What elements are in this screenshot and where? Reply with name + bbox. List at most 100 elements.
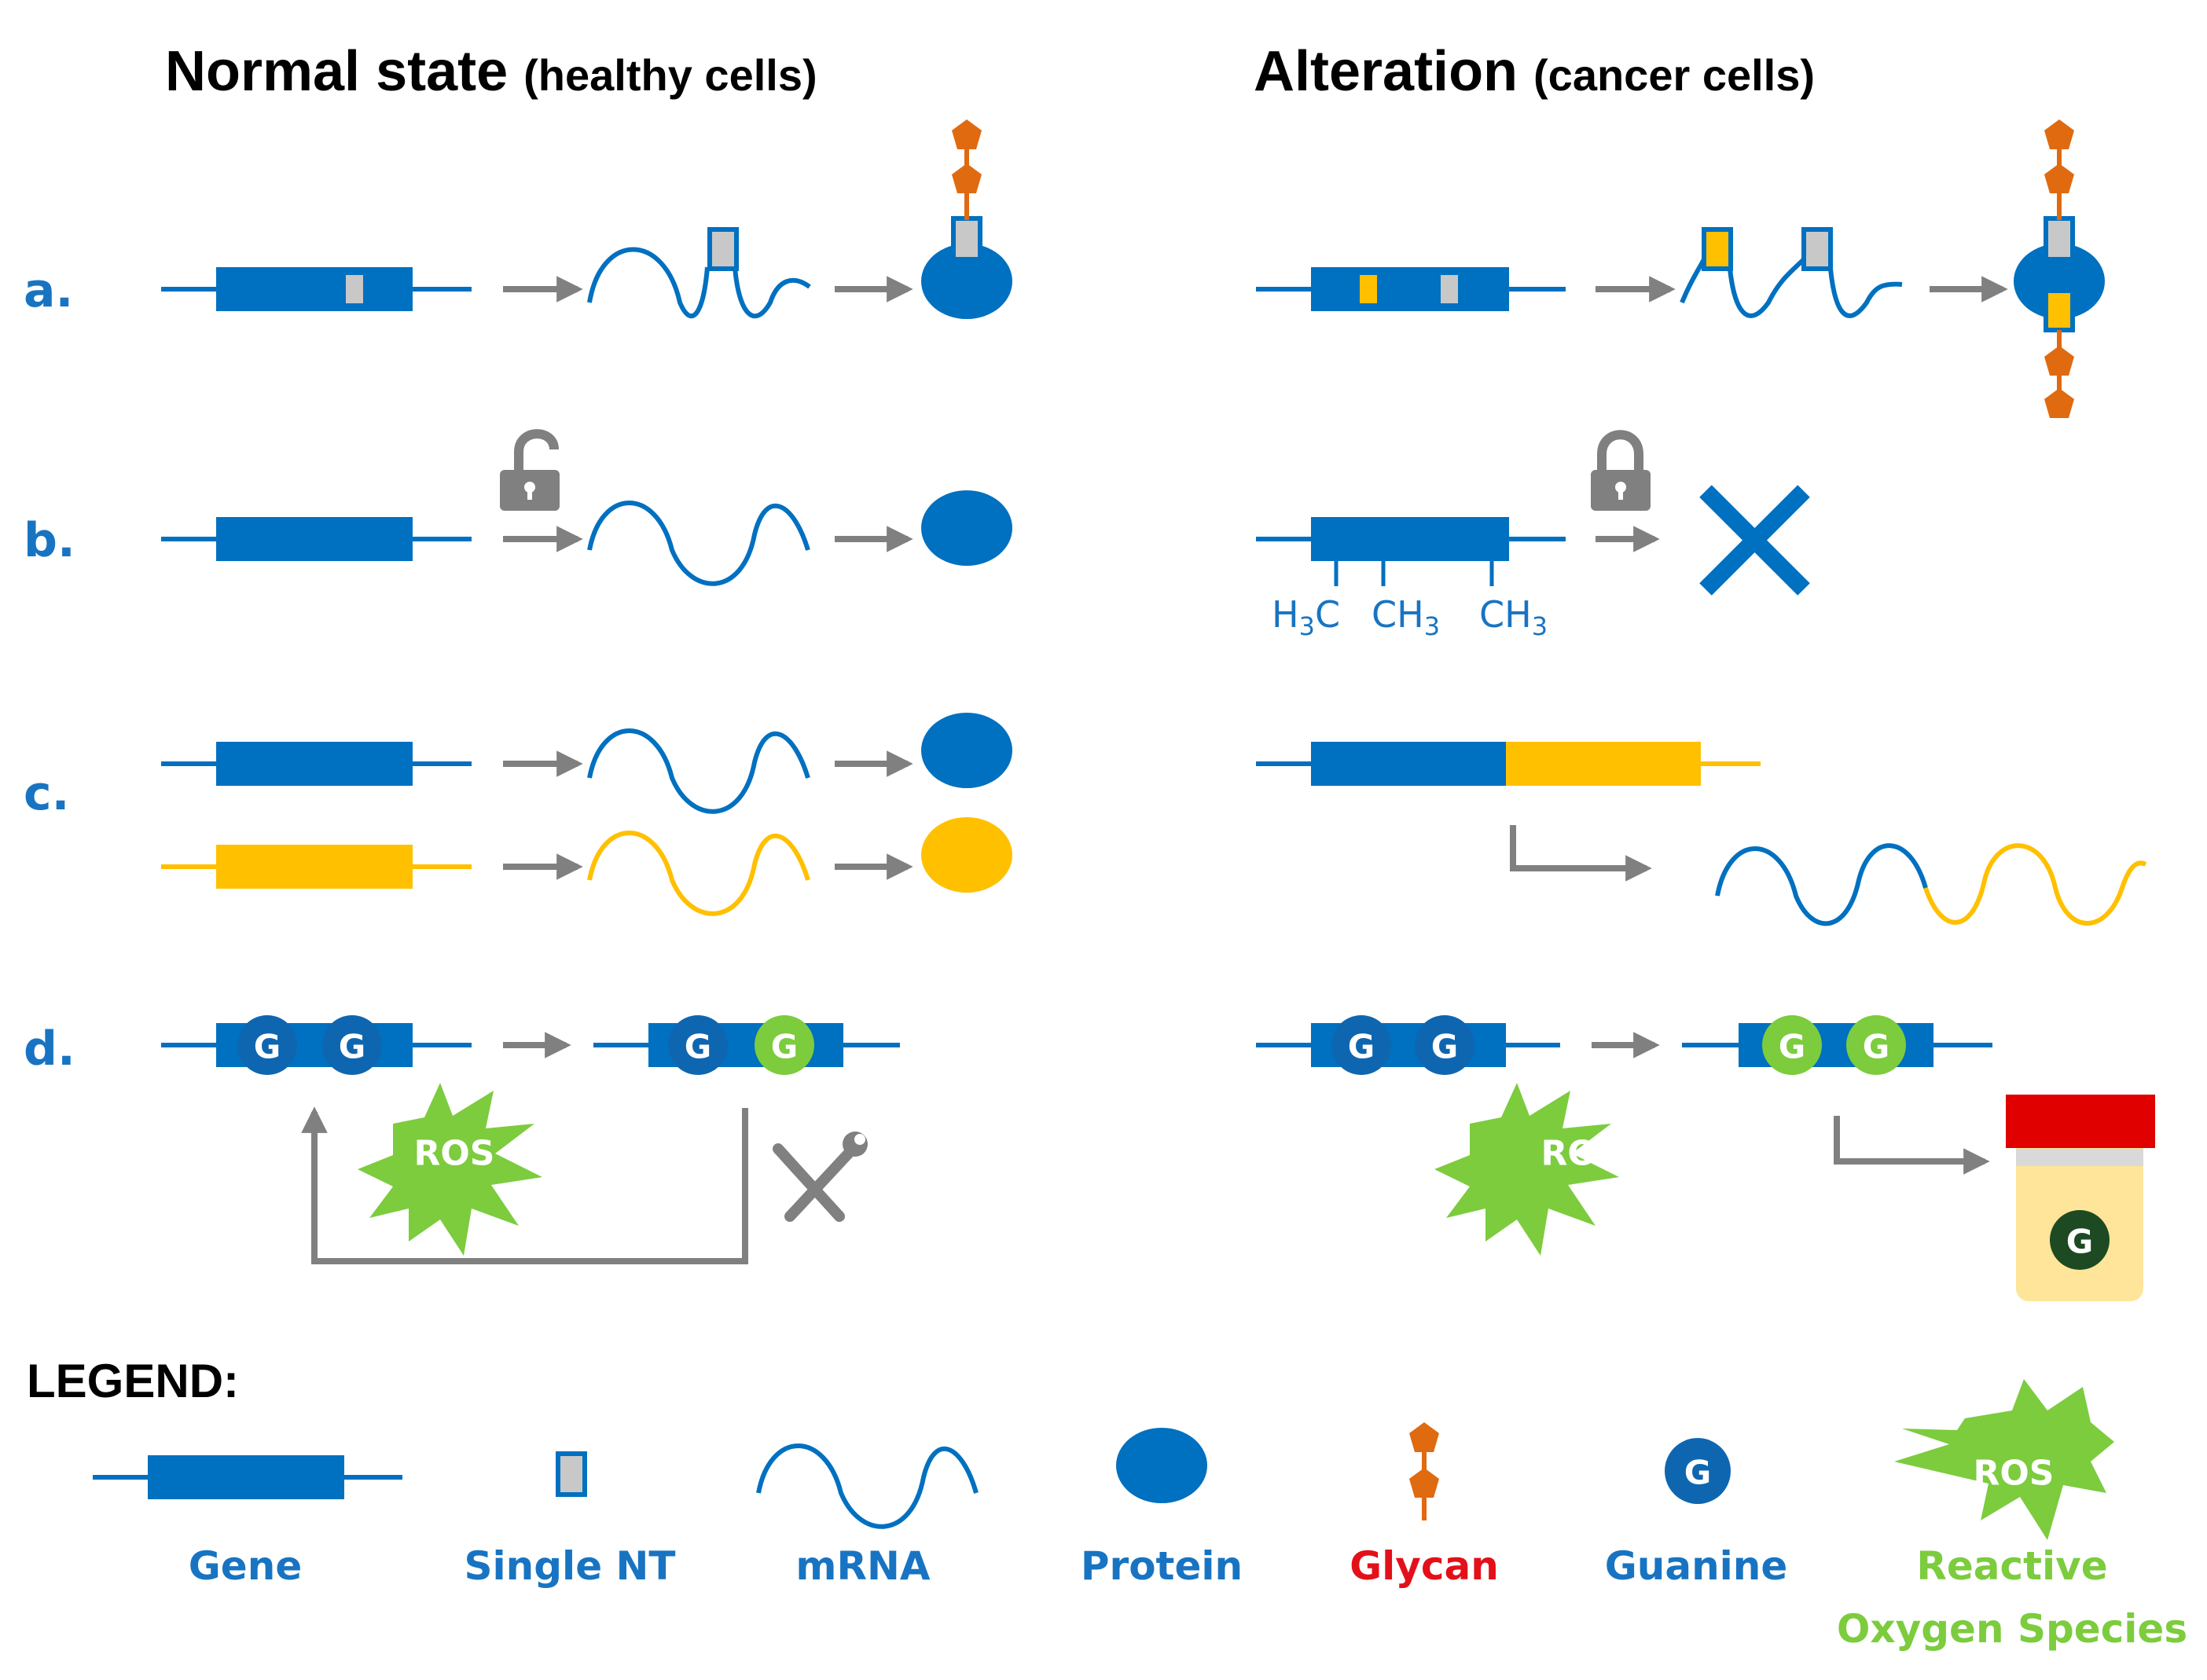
gene-block: [1311, 517, 1509, 561]
guanine-label: G: [685, 1028, 711, 1066]
glycan-unit: [952, 119, 982, 149]
methyl-group-label: CH3: [1372, 593, 1440, 641]
excretion-arrow: [1834, 1116, 1990, 1175]
locked-padlock-icon: [1591, 430, 1651, 511]
gene-block: [1311, 267, 1509, 311]
row-label-d: d.: [24, 1022, 75, 1077]
guanine-label: G: [339, 1028, 365, 1066]
row-label-a: a.: [24, 263, 73, 318]
single-nt-box: [2044, 216, 2075, 262]
legend-label-gene: Gene: [189, 1543, 302, 1589]
mutant-nt-box: [1702, 227, 1733, 271]
fusion-mrna-yellow: [1923, 843, 2147, 926]
guanine-circle: [237, 1015, 297, 1075]
row-a-normal: [161, 119, 1012, 319]
guanine-label: G: [1684, 1454, 1711, 1492]
guanine-label: G: [2066, 1223, 2093, 1261]
ros-burst: [1434, 1083, 1619, 1256]
guanine-circle: [322, 1015, 382, 1075]
mrna-strand: [587, 247, 710, 319]
legend-title: LEGEND:: [27, 1355, 239, 1407]
legend-guanine: G Guanine: [1605, 1438, 1788, 1589]
bent-arrow: [1510, 825, 1652, 882]
row-d-normal: G G G G ROS: [161, 1015, 900, 1264]
gene-block: [216, 267, 413, 311]
methyl-group-label: CH3: [1479, 593, 1548, 641]
guanine-label: G: [1779, 1028, 1805, 1066]
gene-block-yellow: [216, 845, 413, 889]
single-nt-marker: [346, 275, 363, 303]
guanine-label: G: [1348, 1028, 1375, 1066]
guanine-label: G: [1431, 1028, 1458, 1066]
header-alteration: Alteration (cancer cells): [1254, 40, 1815, 103]
protein: [921, 713, 1012, 788]
protein: [921, 244, 1012, 319]
header-normal-state: Normal state (healthy cells): [165, 40, 817, 103]
row-d-alteration: G G G G ROS G: [1256, 1015, 2155, 1301]
row-c-normal: [161, 713, 1012, 916]
unlocked-padlock-icon: [500, 429, 560, 511]
legend-label-ros-line2: Oxygen Species: [1837, 1606, 2187, 1652]
single-nt-box: [951, 216, 982, 262]
cup-lid: [2006, 1095, 2155, 1148]
protein: [2014, 244, 2105, 319]
row-a-alteration: [1256, 119, 2105, 418]
mrna-strand-end: [1827, 259, 1903, 318]
oxidized-guanine-circle: [1762, 1015, 1822, 1075]
ros-label: ROS: [1541, 1134, 1622, 1174]
glycan-unit: [2044, 119, 2074, 149]
mrna-strand-yellow: [587, 831, 810, 916]
legend-label-ros-line1: Reactive: [1916, 1543, 2107, 1589]
guanine-circle: [668, 1015, 728, 1075]
glycan-unit: [952, 163, 982, 193]
legend-glycan: Glycan: [1350, 1422, 1499, 1589]
legend-label-single-nt: Single NT: [465, 1543, 676, 1589]
guanine-label: G: [771, 1028, 798, 1066]
legend-gene: Gene: [93, 1455, 402, 1589]
urine-sample-cup: G: [2006, 1095, 2155, 1301]
fusion-gene-blue: [1311, 742, 1506, 786]
glycan-unit: [2044, 163, 2074, 193]
legend-label-glycan: Glycan: [1350, 1543, 1499, 1589]
guanine-label: G: [254, 1028, 281, 1066]
single-nt-box: [707, 227, 739, 271]
mrna-strand: [1727, 257, 1806, 318]
ros-burst: [358, 1083, 542, 1256]
gene-block: [216, 517, 413, 561]
row-label-c: c.: [24, 766, 69, 821]
legend-ros: ROS Reactive Oxygen Species: [1837, 1379, 2187, 1652]
legend-single-nt: Single NT: [465, 1451, 676, 1589]
mrna-strand: [1680, 258, 1706, 304]
repair-tools-icon: [773, 1132, 868, 1222]
legend-label-mrna: mRNA: [795, 1543, 930, 1589]
ros-label: ROS: [414, 1134, 495, 1174]
single-nt-box: [1801, 227, 1833, 271]
protein-yellow: [921, 817, 1012, 893]
methyl-group-label: H3C: [1272, 593, 1340, 641]
guanine-circle: [1331, 1015, 1391, 1075]
legend-protein: Protein: [1081, 1428, 1243, 1589]
protein: [921, 490, 1012, 566]
mrna-strand-end: [733, 266, 811, 319]
mrna-strand: [587, 728, 810, 814]
blocked-x-icon: [1699, 485, 1810, 596]
ros-label: ROS: [1974, 1454, 2055, 1494]
fusion-gene-yellow: [1506, 742, 1701, 786]
glycan-unit: [2044, 346, 2074, 376]
glycan-unit: [2044, 388, 2074, 418]
mutant-nt-marker: [1360, 275, 1377, 303]
legend-label-guanine: Guanine: [1605, 1543, 1788, 1589]
guanine-circle: [1415, 1015, 1474, 1075]
legend-mrna: mRNA: [756, 1443, 979, 1589]
mrna-strand: [587, 501, 810, 586]
oxidized-guanine-circle: [1846, 1015, 1906, 1075]
legend-label-protein: Protein: [1081, 1543, 1243, 1589]
single-nt-marker: [1441, 275, 1458, 303]
row-c-alteration: [1256, 742, 2147, 926]
oxidized-guanine-circle: [755, 1015, 814, 1075]
excreted-guanine-circle: [2050, 1210, 2110, 1270]
guanine-label: G: [1863, 1028, 1889, 1066]
row-label-b: b.: [24, 513, 75, 568]
row-b-normal: [161, 429, 1012, 586]
